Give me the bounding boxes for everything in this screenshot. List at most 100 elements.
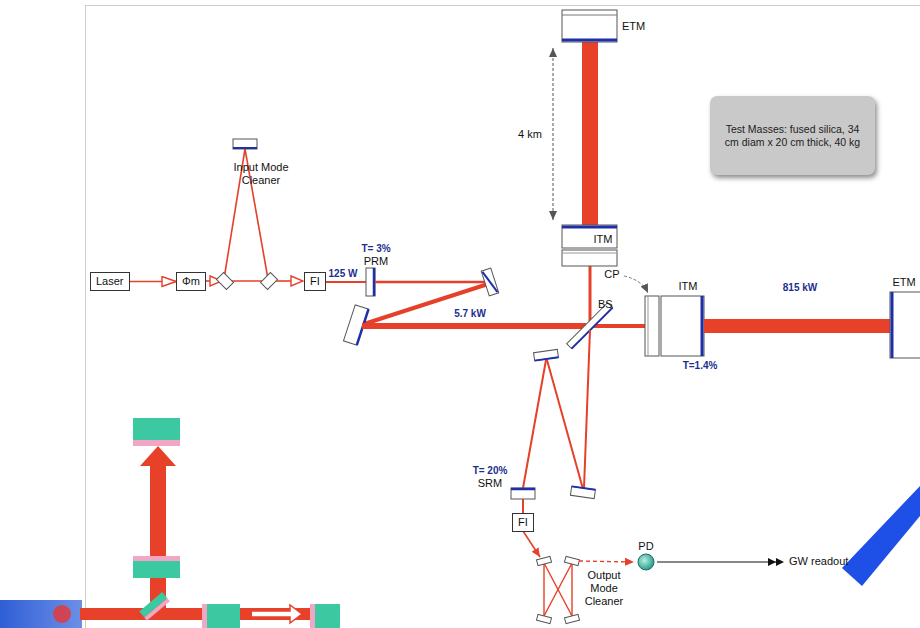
output-mode-cleaner-part (536, 614, 551, 623)
component-label: Input Mode Cleaner (233, 161, 289, 187)
component-label: Output Mode Cleaner (580, 569, 628, 608)
page-frame (86, 6, 920, 628)
power-recycling-path-part (364, 284, 488, 324)
beamsplitter-and-arms-part (562, 250, 617, 266)
beamsplitter-and-arms-part (553, 48, 554, 220)
beamsplitter-and-arms-part (572, 308, 613, 349)
bottom-left-sketch-part (150, 462, 166, 608)
beamsplitter-and-arms-part (590, 324, 646, 328)
bottom-left-sketch-part (310, 604, 340, 628)
bottom-left-sketch-part (310, 604, 315, 628)
component-label: SRM (478, 477, 502, 490)
beamsplitter-and-arms-part (704, 319, 891, 333)
component-label: PRM (364, 255, 388, 268)
beamsplitter-and-arms-part (562, 225, 617, 248)
power-recycling-path-part (482, 269, 497, 294)
power-value: 815 kW (783, 282, 817, 294)
transmission-value: T= 3% (361, 243, 390, 255)
input-mode-cleaner-part (233, 139, 257, 149)
readout-arrow-part (657, 561, 776, 562)
beamsplitter-and-arms-part (648, 296, 649, 356)
output-mode-cleaner-part (536, 556, 551, 565)
power-recycling-path-part (481, 268, 499, 296)
bottom-left-sketch-part (252, 605, 302, 623)
note-box: Test Masses: fused silica, 34 cm diam x … (710, 96, 875, 175)
beamsplitter-and-arms (553, 10, 920, 358)
node-text: FI (518, 516, 528, 529)
component-label: BS (598, 298, 613, 311)
power-recycling-path-part (375, 281, 488, 284)
power-recycling-path-part (366, 268, 375, 296)
photodiode-symbol (637, 553, 655, 571)
signal-recycling-path-part (572, 486, 596, 489)
power-recycling-path-part (362, 323, 586, 329)
beamsplitter-and-arms-part (562, 15, 617, 16)
node-text: FI (310, 275, 320, 288)
signal-recycling-path-part (523, 360, 546, 488)
signal-recycling-path-part (511, 488, 535, 491)
power-recycling-path-part (373, 268, 376, 296)
readout-arrow (657, 558, 784, 566)
beamsplitter-and-arms-part (589, 266, 592, 326)
component-label: ITM (679, 280, 698, 293)
signal-recycling-path-part (522, 499, 524, 513)
node-text: Laser (96, 275, 124, 288)
node-text: PD (638, 540, 653, 553)
signal-recycling-path-part (535, 357, 559, 360)
component-label: ETM (892, 276, 915, 289)
beamsplitter-and-arms-part (645, 296, 659, 356)
bottom-left-sketch-part (144, 598, 170, 620)
bottom-left-sketch-part (53, 605, 71, 623)
bottom-left-sketch-part (202, 604, 240, 628)
bottom-left-sketch-part (133, 556, 180, 578)
photodiode: PD (637, 540, 655, 571)
bottom-left-sketch-part (202, 604, 207, 628)
output-mode-cleaner-part (544, 563, 572, 616)
bottom-left-sketch-part (140, 446, 176, 466)
signal-recycling-path (511, 330, 595, 513)
output-mode-cleaner-part (544, 563, 572, 616)
laser-box: Laser (90, 272, 130, 291)
beamsplitter-and-arms-part (562, 10, 617, 42)
input-mode-cleaner-part (276, 280, 303, 282)
bottom-left-sketch-part (0, 600, 82, 628)
beamsplitter-and-arms-part (661, 296, 704, 356)
transmission-value: T= 20% (473, 465, 508, 477)
beamsplitter-and-arms-part (891, 292, 894, 358)
output-mode-cleaner-part (564, 556, 579, 565)
dimension-label: 4 km (518, 128, 542, 141)
power-recycling-path-part (326, 281, 366, 283)
output-mode-cleaner-part (579, 561, 634, 562)
bottom-left-sketch-part (133, 556, 180, 561)
bottom-left-sketch-part (133, 440, 180, 446)
power-recycling-path (326, 268, 586, 345)
input-mode-cleaner-part (261, 273, 278, 290)
component-label: CP (604, 268, 619, 281)
input-mode-cleaner-part (217, 273, 234, 290)
output-mode-cleaner-part (571, 563, 572, 616)
power-value: 125 W (329, 268, 358, 280)
blue-bar-part (842, 486, 920, 586)
node-text: Φm (182, 275, 200, 288)
modulator-box: Φm (176, 272, 206, 291)
bottom-left-sketch (0, 418, 340, 628)
beamsplitter-and-arms-part (582, 42, 598, 225)
beamsplitter-and-arms-part (562, 39, 617, 42)
beamsplitter-and-arms-part (562, 253, 617, 254)
signal-recycling-path-part (511, 488, 535, 499)
bottom-left-sketch-part (133, 418, 180, 446)
signal-recycling-path-part (547, 360, 583, 489)
power-value: 5.7 kW (454, 308, 486, 320)
signal-recycling-path-part (534, 349, 559, 360)
photodiode-circle (638, 554, 654, 570)
blue-bar (842, 486, 920, 586)
component-label: ITM (594, 233, 613, 246)
output-mode-cleaner-part (564, 614, 579, 623)
isolator-box: FI (304, 272, 326, 291)
beamsplitter-and-arms-part (890, 292, 920, 358)
readout-arrow-part (768, 558, 776, 566)
beamsplitter-and-arms-part (701, 296, 704, 356)
node-text: Test Masses: fused silica, 34 cm diam x … (724, 123, 861, 149)
page-frame-part (86, 6, 920, 628)
output-mode-cleaner-part (543, 563, 544, 616)
